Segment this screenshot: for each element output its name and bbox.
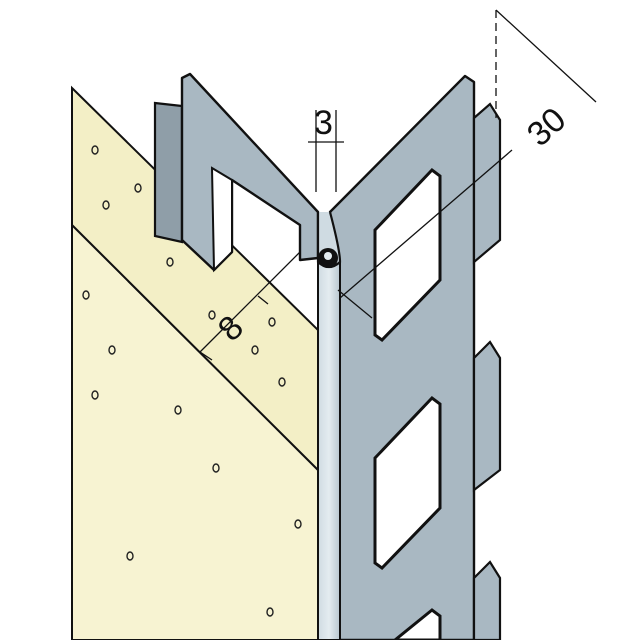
right-wing: [328, 74, 502, 640]
dimension-leg-width-label: 30: [520, 100, 574, 154]
right-wing-hole-2: [373, 395, 442, 570]
right-wing-hole-1: [373, 167, 442, 342]
nose-bead-cap-highlight: [324, 252, 332, 260]
right-wing-tab-1: [472, 102, 502, 265]
dimension-leg-width: [337, 9, 597, 319]
left-wing-hole: [210, 166, 233, 273]
right-wing-tab-3: [472, 560, 502, 640]
nose-bead: [316, 211, 342, 640]
right-wing-tab-2: [472, 340, 502, 493]
plaster-texture: [91, 145, 286, 387]
nose-bead-rod: [317, 261, 341, 640]
dimension-gap-label: 3: [314, 104, 333, 142]
dimension-depth: [199, 251, 301, 361]
board-texture: [82, 290, 302, 617]
left-wing: [153, 72, 320, 273]
left-wing-back-tabs: [153, 101, 184, 244]
right-wing-plate: [328, 74, 476, 640]
right-wing-hole-3: [392, 608, 442, 640]
left-wing-plate: [180, 72, 320, 272]
dimension-gap: [308, 110, 344, 192]
